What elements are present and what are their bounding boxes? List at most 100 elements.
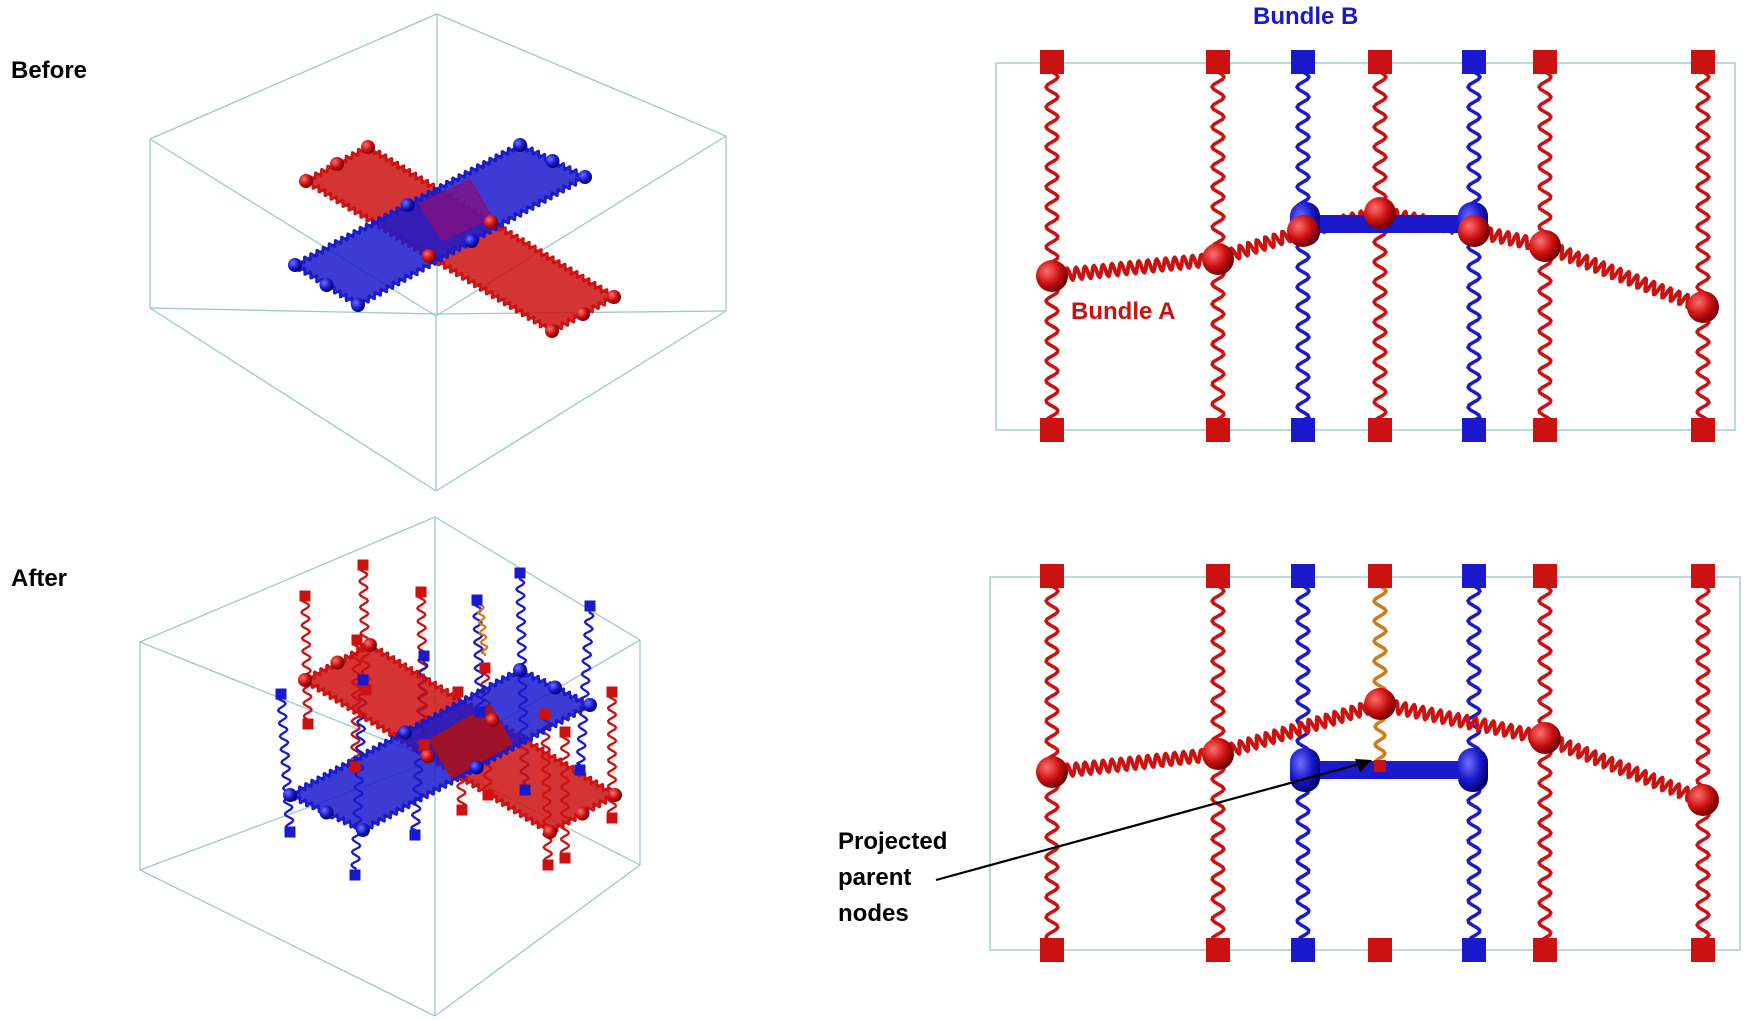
- vertical-spring-bundle-a: [1044, 274, 1060, 432]
- anchor-bundle-b: [1291, 418, 1315, 442]
- pin-cap-bundle-a: [559, 852, 571, 864]
- plate-node: [575, 806, 590, 821]
- projected-label-line1: Projected: [838, 828, 948, 855]
- anchor-bundle-a: [1368, 50, 1392, 74]
- anchor-bundle-b: [1291, 564, 1315, 588]
- vertical-spring-bundle-a: [1537, 60, 1553, 248]
- vertical-spring-bundle-a: [1372, 215, 1388, 432]
- chain-node-bundle-a: [1529, 722, 1561, 754]
- anchor-bundle-a: [1368, 938, 1392, 962]
- anchor-bundle-a: [1368, 564, 1392, 588]
- bounding-box-edge: [149, 307, 438, 315]
- pin-cap-bundle-a: [357, 559, 369, 571]
- chain-node-bundle-a: [1202, 738, 1234, 770]
- vertical-spring-bundle-a: [1537, 736, 1553, 952]
- chain-node-bundle-a: [1202, 243, 1234, 275]
- bounding-box-edge: [435, 310, 727, 492]
- anchor-bundle-a: [1533, 418, 1557, 442]
- blue-bar-node-left: [1290, 748, 1320, 792]
- vertical-spring-bundle-a: [1695, 798, 1711, 952]
- plate-node: [330, 157, 344, 171]
- pin-cap-bundle-a: [539, 708, 551, 720]
- pin-cap-bundle-b: [514, 567, 526, 579]
- anchor-bundle-a: [1368, 418, 1392, 442]
- anchor-bundle-a: [1691, 564, 1715, 588]
- anchor-bundle-a: [1206, 938, 1230, 962]
- horizontal-spring-bundle-b: [1301, 215, 1476, 233]
- plate-node: [583, 698, 597, 712]
- anchor-bundle-a: [1206, 50, 1230, 74]
- pin-cap-bundle-a: [302, 718, 314, 730]
- pin-cap-bundle-a: [351, 634, 363, 646]
- bounding-box-edge: [434, 516, 641, 641]
- chain-node-bundle-a: [1364, 688, 1396, 720]
- plate-node: [545, 154, 560, 168]
- vertical-spring-bundle-a: [1210, 752, 1226, 952]
- pin-spring-bundle-a: [300, 594, 313, 726]
- after-3d-view: [139, 516, 641, 1017]
- anchor-bundle-a: [1040, 564, 1064, 588]
- horizontal-spring-bundle-a: [1378, 697, 1547, 744]
- projected-spring: [1372, 574, 1388, 706]
- plate-node: [299, 174, 313, 188]
- pin-cap-bundle-a: [452, 686, 464, 698]
- plate-node: [469, 760, 484, 775]
- anchor-bundle-b: [1462, 50, 1486, 74]
- pin-cap-bundle-a: [479, 662, 491, 674]
- chain-node-bundle-a: [1364, 197, 1396, 229]
- plate-node: [576, 307, 590, 321]
- vertical-spring-bundle-a: [1372, 60, 1388, 219]
- annotation-arrow-head: [1355, 759, 1372, 772]
- anchor-bundle-a: [1040, 938, 1064, 962]
- pin-cap-bundle-a: [456, 804, 468, 816]
- pin-cap-bundle-b: [409, 829, 421, 841]
- plate-node: [543, 825, 557, 839]
- plate-node: [363, 638, 377, 652]
- bounding-box: [989, 576, 1741, 951]
- after-label: After: [11, 565, 68, 592]
- pin-cap-bundle-b: [584, 600, 596, 612]
- horizontal-spring-bundle-a: [1216, 699, 1382, 759]
- plate-node: [464, 234, 479, 248]
- before-label: Before: [11, 57, 88, 84]
- chain-node-bundle-a: [1036, 756, 1068, 788]
- plate-node: [545, 324, 559, 338]
- chain-node-bundle-a: [1458, 215, 1490, 247]
- horizontal-spring-bundle-a: [1543, 732, 1705, 806]
- horizontal-spring-bundle-b: [1301, 761, 1476, 779]
- pin-cap-bundle-b: [474, 706, 486, 718]
- plate-node: [513, 663, 527, 677]
- pin-cap-bundle-a: [418, 739, 430, 751]
- anchor-bundle-b: [1462, 938, 1486, 962]
- bounding-box-edge: [149, 13, 438, 140]
- bundle-a-label: Bundle A: [1071, 298, 1176, 325]
- anchor-bundle-a: [1040, 50, 1064, 74]
- annotation-arrow-line: [935, 760, 1368, 882]
- pin-cap-bundle-a: [559, 726, 571, 738]
- plate-node: [288, 258, 302, 272]
- pin-cap-bundle-b: [349, 869, 361, 881]
- anchor-bundle-a: [1533, 938, 1557, 962]
- plate-node: [400, 198, 415, 212]
- after-2d-view: [935, 564, 1741, 962]
- vertical-spring-bundle-a: [1695, 574, 1711, 802]
- pin-cap-bundle-b: [519, 784, 531, 796]
- plate-node: [319, 278, 334, 292]
- chain-node-bundle-a: [1036, 260, 1068, 292]
- pin-cap-bundle-b: [574, 764, 586, 776]
- pin-cap-bundle-a: [542, 859, 554, 871]
- bounding-box-edge: [139, 869, 436, 1017]
- horizontal-spring-bundle-a: [1050, 251, 1220, 283]
- anchor-bundle-a: [1691, 938, 1715, 962]
- plate-node: [485, 713, 500, 727]
- plate-node: [351, 298, 365, 312]
- plate-node: [513, 138, 527, 152]
- anchor-bundle-b: [1291, 938, 1315, 962]
- plate-node: [548, 680, 562, 695]
- blue-bar-node-right: [1458, 748, 1488, 792]
- chain-node-bundle-a: [1287, 215, 1319, 247]
- pin-cap-bundle-b: [284, 826, 296, 838]
- bounding-box: [995, 62, 1736, 431]
- plate-node: [484, 215, 498, 229]
